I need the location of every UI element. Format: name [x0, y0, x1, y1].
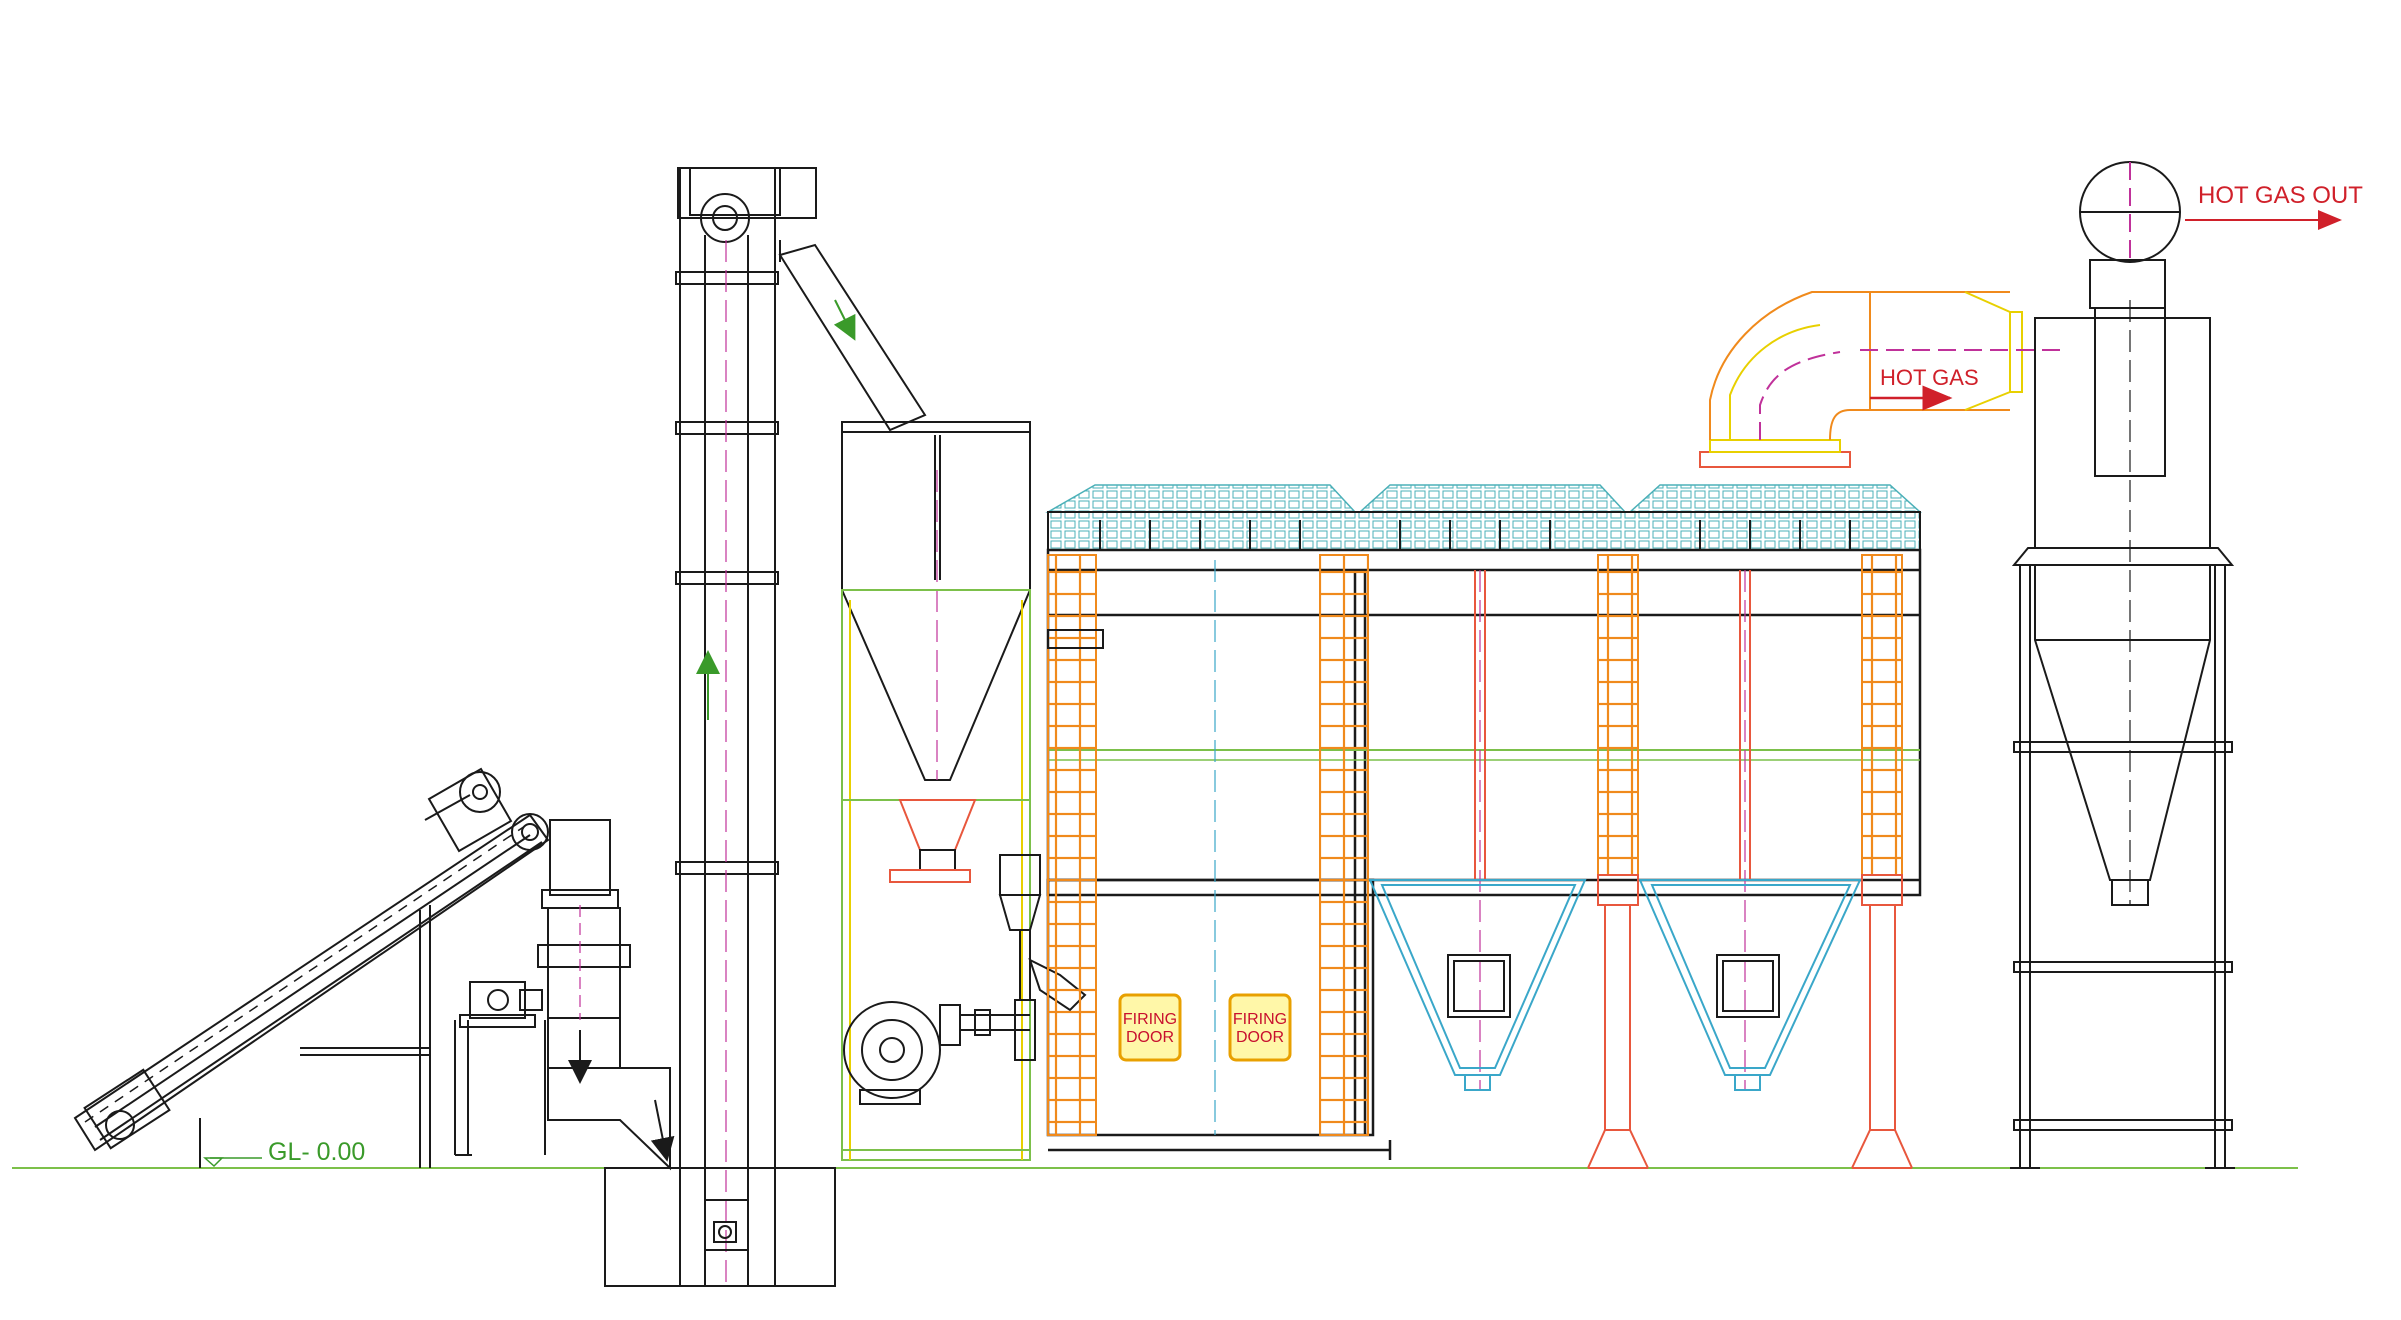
bucket-elevator	[604, 167, 927, 1287]
brick-wall-right	[1861, 554, 1903, 876]
firing-door-2-line2: DOOR	[1236, 1029, 1284, 1046]
boot-arrow	[650, 1099, 675, 1162]
cyclone-separator	[2010, 161, 2235, 1169]
dryer-discharge-hoppers	[1368, 879, 1862, 1091]
hopper-support-frame	[841, 589, 1031, 1161]
hot-gas-label: HOT GAS	[1880, 365, 1979, 390]
firing-door-2-line1: FIRING	[1233, 1011, 1287, 1028]
dryer-legs	[1587, 874, 1913, 1169]
inspection-windows	[1447, 954, 1780, 1018]
feeder-unit	[454, 819, 671, 1171]
chute-flow-arrow	[833, 299, 856, 341]
inclined-conveyor	[73, 767, 550, 1168]
hot-gas-out-label: HOT GAS OUT	[2198, 182, 2363, 209]
feed-hopper	[841, 421, 1031, 781]
firing-door-1-line1: FIRING	[1123, 1011, 1177, 1028]
firing-door-1-line2: DOOR	[1126, 1029, 1174, 1046]
dryer-roof	[1045, 484, 1922, 551]
firing-door-1: FIRING DOOR	[1118, 993, 1182, 1062]
brick-wall-left	[1047, 554, 1097, 1136]
brick-wall-mid	[1319, 554, 1369, 1136]
firing-door-2: FIRING DOOR	[1228, 993, 1292, 1062]
brick-wall-col2	[1597, 554, 1639, 876]
ground-level-marker: GL- 0.00	[203, 1138, 365, 1168]
ground-level-label: GL- 0.00	[268, 1138, 365, 1166]
rotary-valve	[889, 799, 1042, 1000]
